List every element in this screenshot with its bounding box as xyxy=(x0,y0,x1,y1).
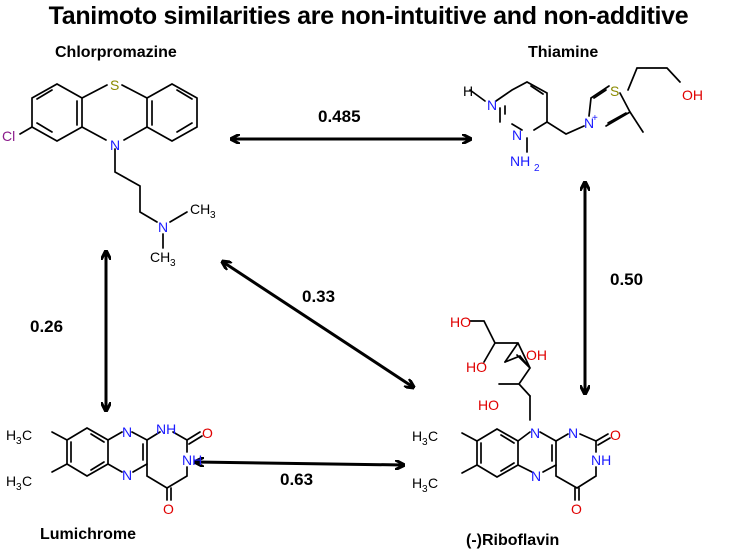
thiamine-thiazolium-nitrogen: N xyxy=(584,115,594,131)
lumichrome-methyl-1-sub: 3 xyxy=(16,436,22,447)
riboflavin-methyl-1-h: H xyxy=(412,428,422,444)
chlorpromazine-methyl-1: CH xyxy=(190,201,210,217)
similarity-chlorpromazine-thiamine: 0.485 xyxy=(318,107,361,126)
page-title: Tanimoto similarities are non-intuitive … xyxy=(48,2,689,30)
riboflavin-oxygen-1: O xyxy=(610,427,621,443)
riboflavin-hydroxyl-3: OH xyxy=(526,347,547,363)
lumichrome-methyl-1-h: H xyxy=(6,427,16,443)
lumichrome-nh-1: NH xyxy=(156,421,176,437)
riboflavin-hydroxyl-4: HO xyxy=(478,397,499,413)
riboflavin-methyl-1-sub: 3 xyxy=(422,437,428,448)
lumichrome-methyl-2-h: H xyxy=(6,473,16,489)
thiamine-charge: + xyxy=(592,113,598,124)
riboflavin-methyl-2-c: C xyxy=(428,475,438,491)
thiamine-nitrogen-1: N xyxy=(487,97,497,113)
riboflavin-nitrogen-3: N xyxy=(568,425,578,441)
chlorpromazine-amine-nitrogen: N xyxy=(158,219,168,235)
lumichrome-structure xyxy=(51,427,203,501)
riboflavin-hydroxyl-1: HO xyxy=(450,314,471,330)
chlorpromazine-methyl-2: CH xyxy=(150,249,170,265)
thiamine-hydroxyl: OH xyxy=(682,87,703,103)
riboflavin-methyl-1-c: C xyxy=(428,428,438,444)
riboflavin-oxygen-2: O xyxy=(571,501,582,517)
chlorpromazine-chlorine: Cl xyxy=(2,128,15,144)
riboflavin-methyl-2-sub: 3 xyxy=(422,484,428,495)
chlorpromazine-label: Chlorpromazine xyxy=(55,44,177,61)
riboflavin-nh: NH xyxy=(591,452,611,468)
chlorpromazine-ring-nitrogen: N xyxy=(110,137,120,153)
lumichrome-label: Lumichrome xyxy=(40,526,137,543)
similarity-lumichrome-riboflavin: 0.63 xyxy=(280,470,314,489)
lumichrome-methyl-2-sub: 3 xyxy=(16,482,22,493)
lumichrome-oxygen-2: O xyxy=(163,501,174,517)
thiamine-sulfur: S xyxy=(610,83,619,99)
thiamine-nitrogen-2: N xyxy=(512,127,522,143)
thiamine-amine: NH xyxy=(510,153,530,169)
arrow-lumichrome-riboflavin xyxy=(196,462,403,465)
riboflavin-hydroxyl-2: HO xyxy=(466,359,487,375)
riboflavin-nitrogen-1: N xyxy=(530,425,540,441)
chlorpromazine-methyl-1-sub: 3 xyxy=(210,210,216,221)
lumichrome-nh-2: NH xyxy=(182,452,202,468)
lumichrome-oxygen-1: O xyxy=(202,425,213,441)
thiamine-label: Thiamine xyxy=(528,44,599,61)
riboflavin-label: (-)Riboflavin xyxy=(466,532,560,549)
thiamine-amine-sub: 2 xyxy=(534,163,540,174)
riboflavin-methyl-2-h: H xyxy=(412,475,422,491)
riboflavin-nitrogen-2: N xyxy=(531,468,541,484)
similarity-thiamine-riboflavin: 0.50 xyxy=(610,270,644,289)
similarity-chlorpromazine-lumichrome: 0.26 xyxy=(30,317,64,336)
lumichrome-methyl-2-c: C xyxy=(22,473,32,489)
thiamine-h3c-h: H xyxy=(463,83,473,99)
chlorpromazine-methyl-2-sub: 3 xyxy=(170,258,176,269)
lumichrome-methyl-1-c: C xyxy=(22,427,32,443)
arrow-chlorpromazine-riboflavin xyxy=(223,262,413,387)
lumichrome-nitrogen-2: N xyxy=(122,467,132,483)
lumichrome-nitrogen-1: N xyxy=(122,424,132,440)
riboflavin-structure xyxy=(461,320,611,501)
chlorpromazine-sulfur: S xyxy=(110,77,119,93)
thiamine-structure xyxy=(469,67,681,153)
chlorpromazine-structure xyxy=(19,83,198,249)
